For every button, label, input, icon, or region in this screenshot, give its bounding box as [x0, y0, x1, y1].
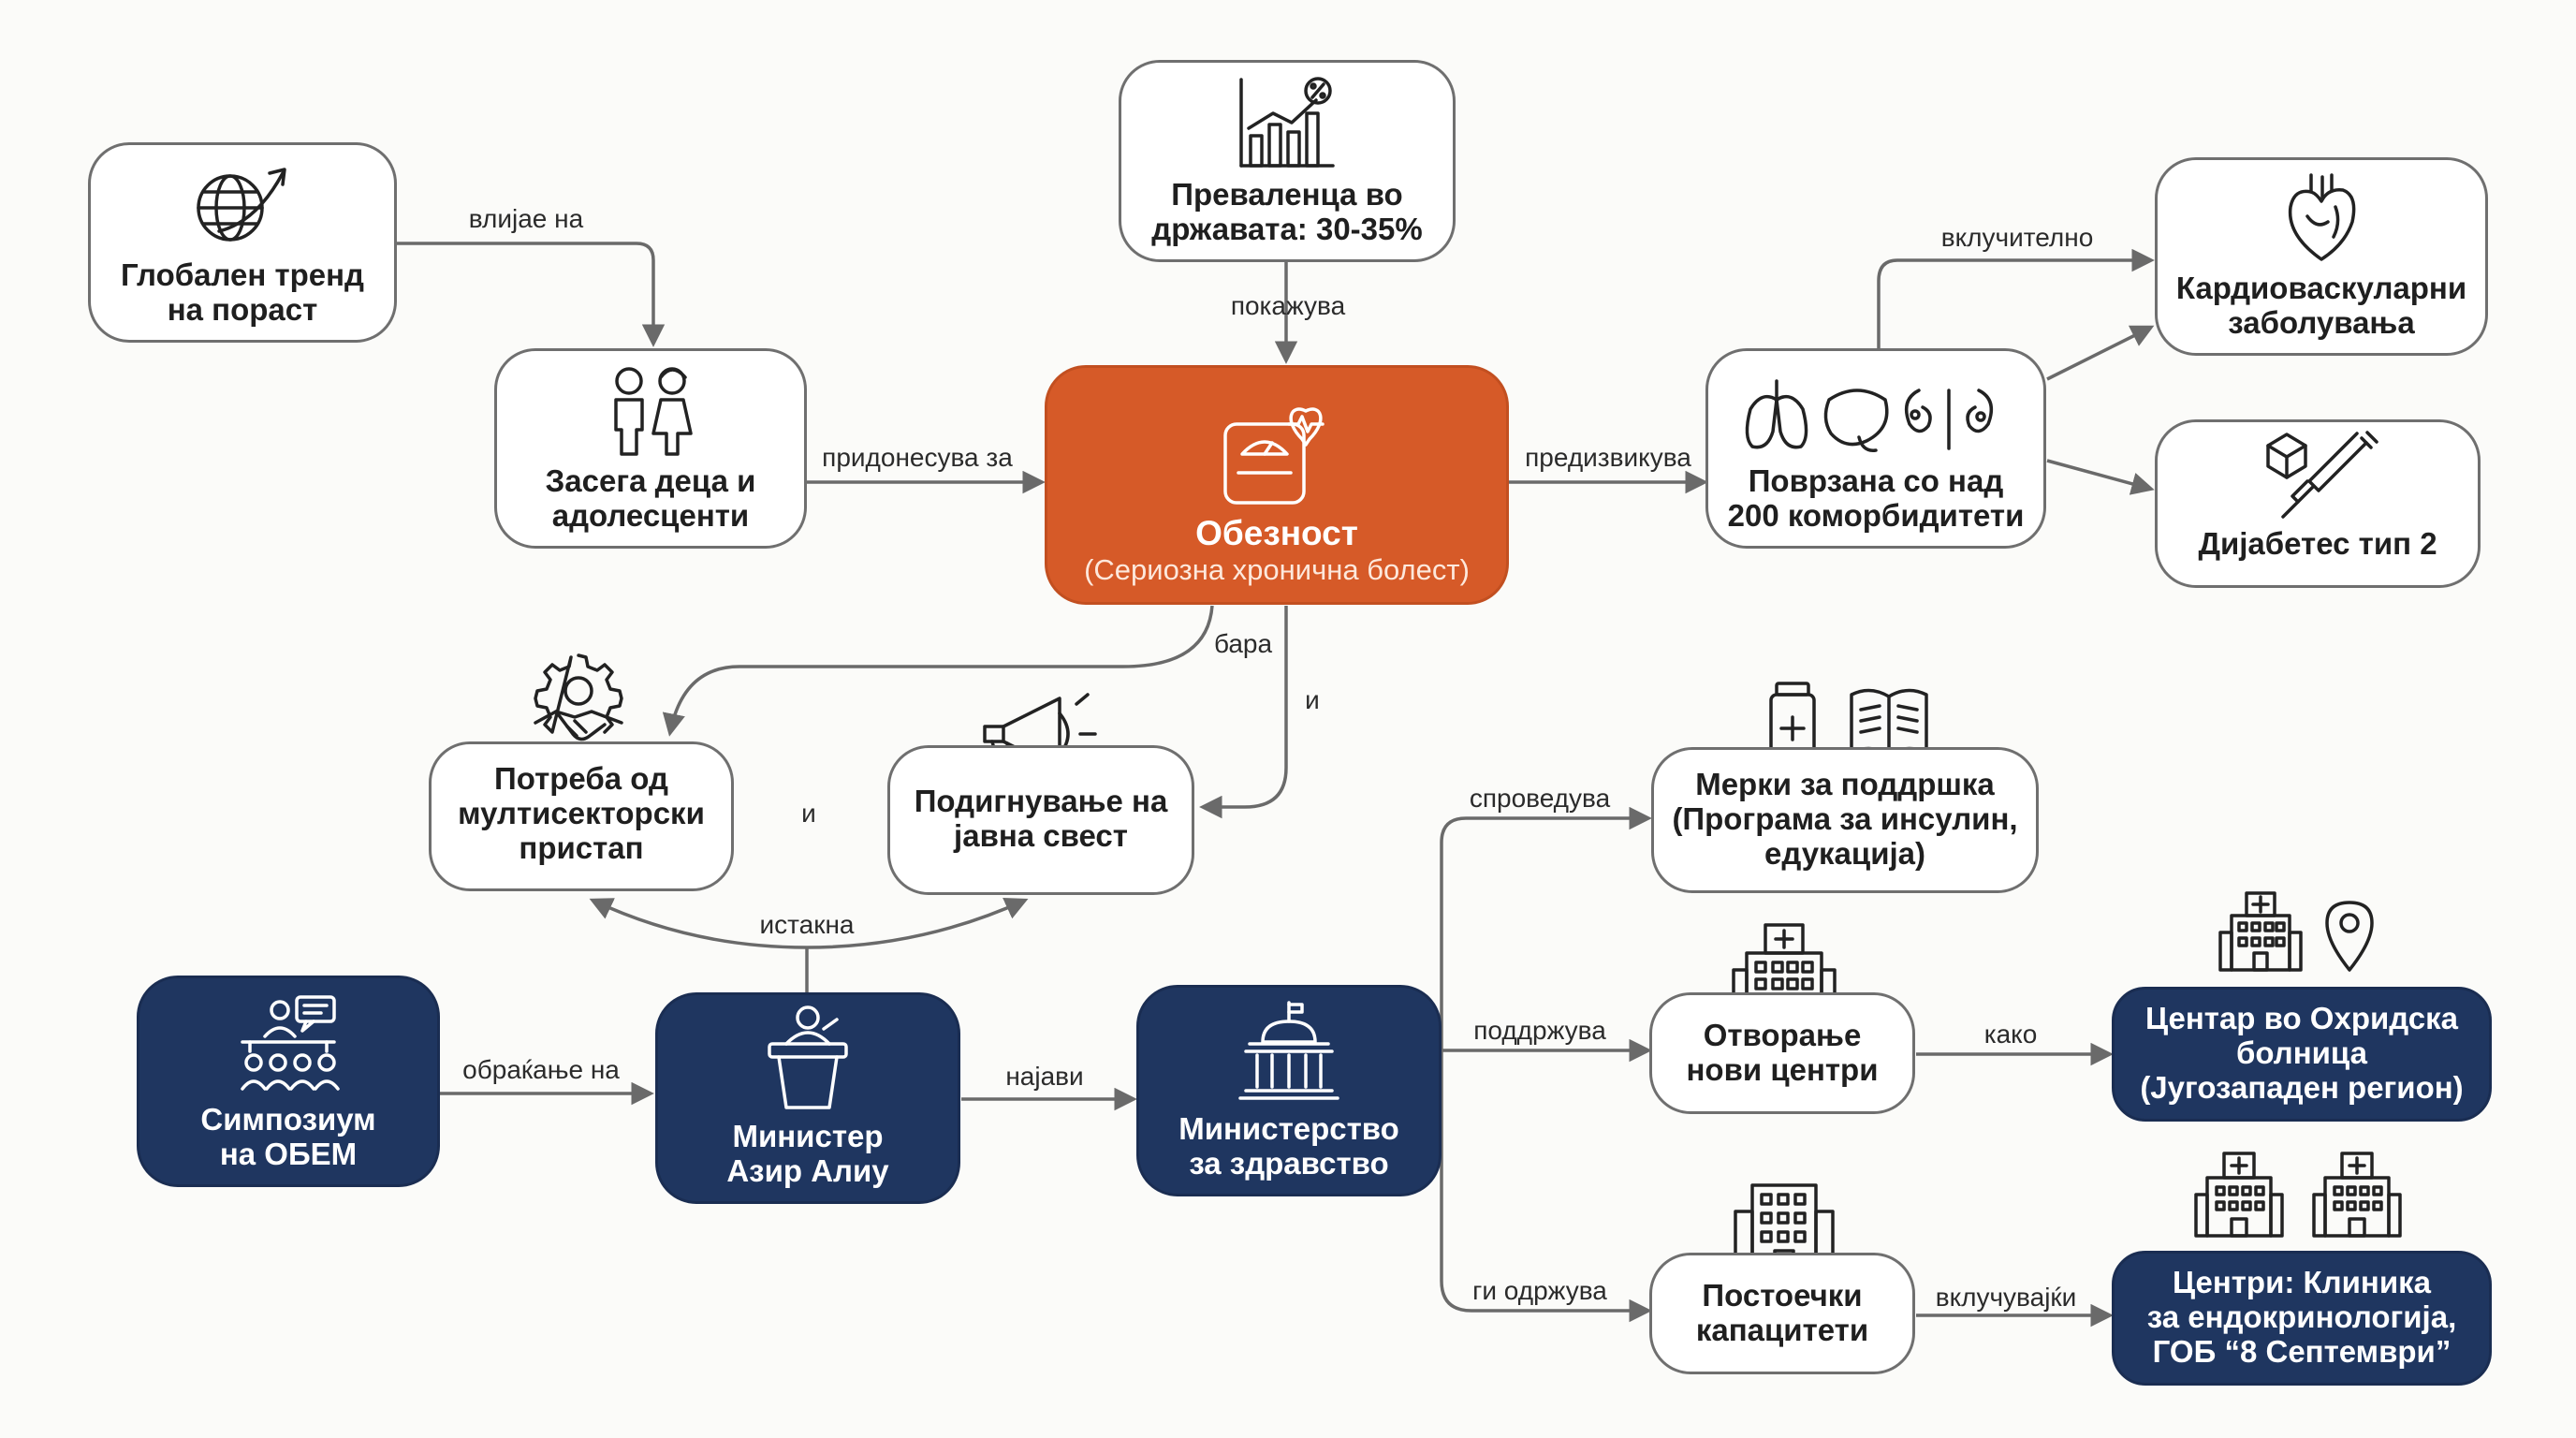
node-prevalence[interactable]: Преваленца во државата: 30-35% — [1119, 60, 1456, 262]
edge-label-implements: спроведува — [1469, 784, 1611, 813]
node-children[interactable]: Засега деца и адолесценти — [494, 348, 807, 549]
organs-icon — [1735, 372, 2016, 456]
node-label: Обезност — [1195, 514, 1358, 552]
node-new-centers[interactable]: Отворање нови центри — [1649, 992, 1915, 1114]
node-label: Симпозиум на ОБЕМ — [200, 1102, 376, 1171]
edge-label-supports: поддржува — [1473, 1016, 1606, 1045]
edge-label-including-2: вклучувајќи — [1935, 1283, 2077, 1312]
edge-and-awareness — [1199, 606, 1288, 819]
node-ohrid[interactable]: Центар во Охридска болница (Југозападен … — [2112, 987, 2492, 1122]
edge-to-diabetes — [2046, 459, 2155, 495]
node-comorbidities[interactable]: Поврзана со над 200 коморбидитети — [1705, 348, 2046, 549]
node-obesity[interactable]: Обезност (Сериозна хронична болест) — [1045, 365, 1509, 605]
node-label: Потреба од мултисекторски пристап — [458, 760, 705, 865]
hospitals-icon — [2194, 1152, 2409, 1238]
edge-label-causes: предизвикува — [1525, 443, 1691, 472]
edge-maintains — [1440, 1050, 1652, 1323]
node-label: Мерки за поддршка (Програма за инсулин, … — [1672, 766, 2018, 871]
edge-label-and-2: и — [801, 799, 816, 828]
node-label: Министер Азир Алиу — [726, 1119, 889, 1188]
bar-chart-percent-icon — [1236, 76, 1339, 169]
heart-icon — [2270, 169, 2373, 263]
node-label: Министерство за здравство — [1178, 1111, 1399, 1181]
node-label: Отворање нови центри — [1686, 1018, 1879, 1087]
government-building-icon — [1235, 1001, 1343, 1104]
scale-heart-icon — [1216, 402, 1338, 506]
node-label: Засега деца и адолесценти — [545, 463, 756, 533]
node-support[interactable]: Мерки за поддршка (Програма за инсулин, … — [1651, 747, 2039, 893]
edge-including — [1877, 248, 2155, 348]
node-label: Центри: Клиника за ендокринологија, ГОБ … — [2146, 1264, 2457, 1369]
edge-label-how: како — [1983, 1020, 2038, 1049]
node-existing[interactable]: Постоечки капацитети — [1649, 1253, 1915, 1374]
node-cardio[interactable]: Кардиоваскуларни заболувања — [2155, 157, 2488, 356]
audience-icon — [237, 993, 340, 1094]
node-sublabel: (Сериозна хронична болест) — [1084, 553, 1470, 586]
node-label: Преваленца во државата: 30-35% — [1151, 177, 1423, 246]
edge-label-highlighted: истакна — [759, 910, 855, 939]
speaker-podium-icon — [756, 1003, 859, 1111]
edge-to-cardio — [2046, 325, 2155, 381]
edge-label-addresses: обраќање на — [462, 1055, 620, 1084]
edge-label-maintains: ги одржува — [1472, 1276, 1607, 1305]
node-label: Подигнување на јавна свест — [914, 784, 1168, 853]
edge-label-shows: покажува — [1230, 291, 1346, 320]
edge-implements — [1440, 806, 1652, 1050]
node-awareness[interactable]: Подигнување на јавна свест — [887, 745, 1194, 895]
edge-label-announced: најави — [1005, 1062, 1084, 1091]
insulin-syringe-icon — [2257, 425, 2378, 519]
edge-label-contributes: придонесува за — [822, 443, 1013, 472]
children-icon — [599, 362, 702, 456]
edge-requires — [662, 605, 1214, 737]
hospital-location-icon — [2218, 891, 2383, 972]
node-label: Глобален тренд на пораст — [120, 257, 365, 327]
gear-handshake-icon — [522, 646, 635, 758]
node-label: Поврзана со над 200 коморбидитети — [1727, 463, 2025, 533]
edge-label-influences: влијае на — [468, 204, 584, 233]
node-label: Центар во Охридска болница (Југозападен … — [2140, 1000, 2464, 1105]
globe-growth-icon — [191, 156, 294, 250]
edge-highlighted-left — [589, 898, 808, 949]
node-global-trend[interactable]: Глобален тренд на пораст — [88, 142, 397, 343]
node-ministry[interactable]: Министерство за здравство — [1136, 985, 1442, 1196]
node-label: Кардиоваскуларни заболувања — [2175, 271, 2467, 340]
node-clinics[interactable]: Центри: Клиника за ендокринологија, ГОБ … — [2112, 1251, 2492, 1386]
node-multisector[interactable]: Потреба од мултисекторски пристап — [429, 741, 734, 891]
node-minister[interactable]: Министер Азир Алиу — [655, 992, 960, 1204]
edge-highlighted-right — [806, 897, 1029, 949]
edge-label-requires: бара — [1213, 629, 1273, 658]
node-label: Дијабетес тип 2 — [2198, 526, 2437, 561]
node-diabetes[interactable]: Дијабетес тип 2 — [2155, 419, 2481, 588]
edge-label-and-1: и — [1305, 685, 1320, 714]
edge-label-including: вклучително — [1940, 223, 2094, 252]
node-label: Постоечки капацитети — [1695, 1278, 1869, 1347]
node-symposium[interactable]: Симпозиум на ОБЕМ — [137, 976, 440, 1187]
edge-influences — [397, 242, 666, 347]
